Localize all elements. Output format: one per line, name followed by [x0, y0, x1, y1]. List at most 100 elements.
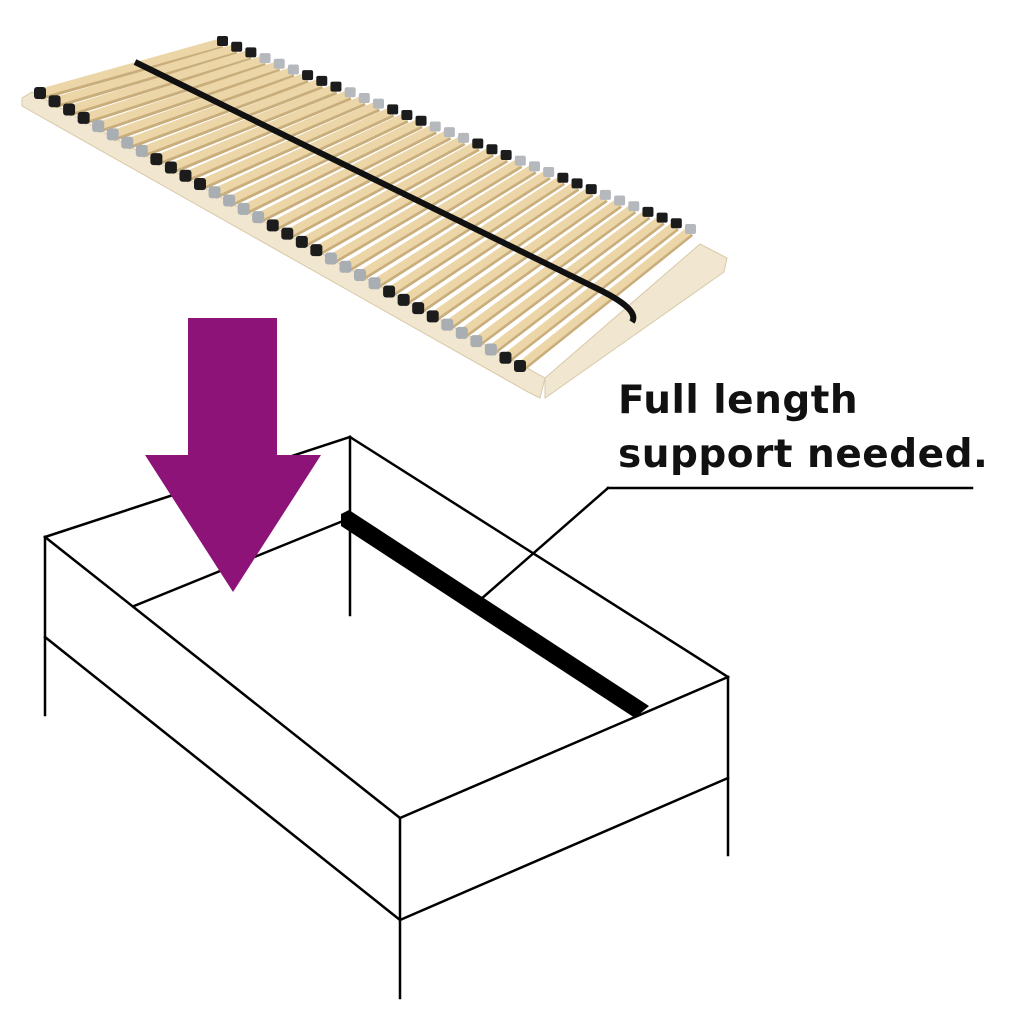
slat-cap-left	[499, 351, 512, 364]
slat	[415, 186, 593, 312]
slat-cap-right	[287, 64, 299, 75]
slat-cap-right	[273, 58, 285, 69]
slat-cap-right	[330, 81, 342, 92]
slat-cap-left	[310, 244, 323, 257]
slat-cap-right	[571, 178, 583, 189]
slat-cap-left	[237, 202, 250, 215]
slat	[125, 72, 309, 147]
slat-cap-right	[543, 167, 555, 178]
slat-cap-left	[324, 252, 337, 265]
slat-cap-left	[441, 318, 454, 331]
slat-cap-right	[514, 155, 526, 166]
slat-cap-right	[316, 75, 328, 86]
lower-left-rail	[43, 635, 402, 922]
slat-cap-right	[302, 70, 314, 81]
slat-cap-right	[344, 87, 356, 98]
slat	[372, 169, 551, 287]
slat-cap-left	[412, 302, 425, 315]
slat-cap-right	[401, 110, 413, 121]
slat	[198, 101, 380, 188]
slat-cap-right	[628, 201, 640, 212]
slat	[256, 123, 437, 221]
slat	[517, 226, 693, 370]
slat-cap-right	[443, 127, 455, 138]
slat-cap-right	[415, 115, 427, 126]
slat-cap-left	[383, 285, 396, 298]
slat-cap-left	[150, 153, 163, 166]
slat	[473, 209, 650, 345]
slat	[96, 61, 281, 130]
slat	[430, 192, 608, 320]
caption-line-2: support needed.	[618, 432, 989, 477]
slat	[38, 38, 224, 97]
slat-cap-right	[557, 172, 569, 183]
slat	[169, 89, 352, 172]
frame-side-rail	[21, 91, 546, 399]
slat-cap-right	[472, 138, 484, 149]
slat-cap-right	[670, 218, 682, 229]
slat-cap-left	[484, 343, 497, 356]
slat-cap-right	[529, 161, 540, 172]
slat-cap-left	[121, 136, 134, 149]
slat	[357, 163, 537, 279]
slat-cap-right	[245, 47, 257, 58]
center-support-beam	[341, 510, 649, 718]
slat-cap-left	[339, 260, 352, 273]
frame-end-rail	[544, 243, 728, 399]
slat	[241, 118, 423, 213]
slat-cap-left	[135, 144, 148, 157]
slat-cap-left	[266, 219, 279, 232]
slat-cap-right	[458, 132, 470, 143]
slat-cap-left	[77, 111, 90, 124]
slat	[401, 181, 579, 304]
slat-cap-right	[429, 121, 441, 132]
slat	[212, 106, 394, 196]
slat-cap-left	[252, 211, 265, 224]
back-right-edge	[348, 435, 730, 679]
front-right-edge	[398, 675, 730, 820]
support-caption: Full length support needed.	[618, 374, 988, 482]
slat	[299, 141, 480, 246]
center-strap	[133, 59, 637, 324]
slat-cap-right	[585, 184, 597, 195]
slat-cap-right	[358, 92, 370, 103]
slat-cap-left	[92, 120, 105, 133]
slat-cap-left	[208, 186, 221, 199]
slat-cap-right	[387, 104, 399, 115]
slat-cap-left	[295, 235, 308, 248]
slat	[314, 146, 494, 254]
down-arrow-icon	[145, 318, 321, 592]
slat	[386, 175, 565, 295]
slat	[488, 215, 665, 353]
slat-cap-left	[397, 293, 410, 306]
slat-cap-left	[514, 360, 526, 372]
slat-cap-left	[164, 161, 177, 174]
slat	[285, 135, 465, 238]
slat-cap-left	[281, 227, 294, 240]
front-left-edge	[43, 535, 402, 820]
leader-line-diagonal	[478, 486, 610, 602]
slat-cap-right	[259, 53, 271, 64]
slat-cap-right	[642, 206, 654, 217]
lower-right-rail	[398, 776, 730, 922]
slat-cap-left	[354, 269, 366, 281]
slat	[459, 203, 636, 337]
slat-cap-left	[426, 310, 439, 323]
slat-cap-right	[486, 144, 498, 155]
slat-cap-right	[217, 36, 228, 46]
slat	[154, 83, 337, 163]
slat-cap-left	[63, 103, 76, 116]
slat	[82, 55, 266, 122]
slat-cap-right	[685, 224, 696, 234]
slat	[140, 78, 323, 155]
slat	[343, 158, 522, 271]
slat	[328, 152, 508, 262]
slat-cap-left	[34, 87, 46, 99]
slat-cap-right	[656, 212, 668, 223]
slat-cap-left	[455, 326, 468, 339]
slat-cap-left	[179, 169, 192, 182]
slat	[183, 95, 366, 180]
slat-cap-left	[194, 178, 206, 190]
